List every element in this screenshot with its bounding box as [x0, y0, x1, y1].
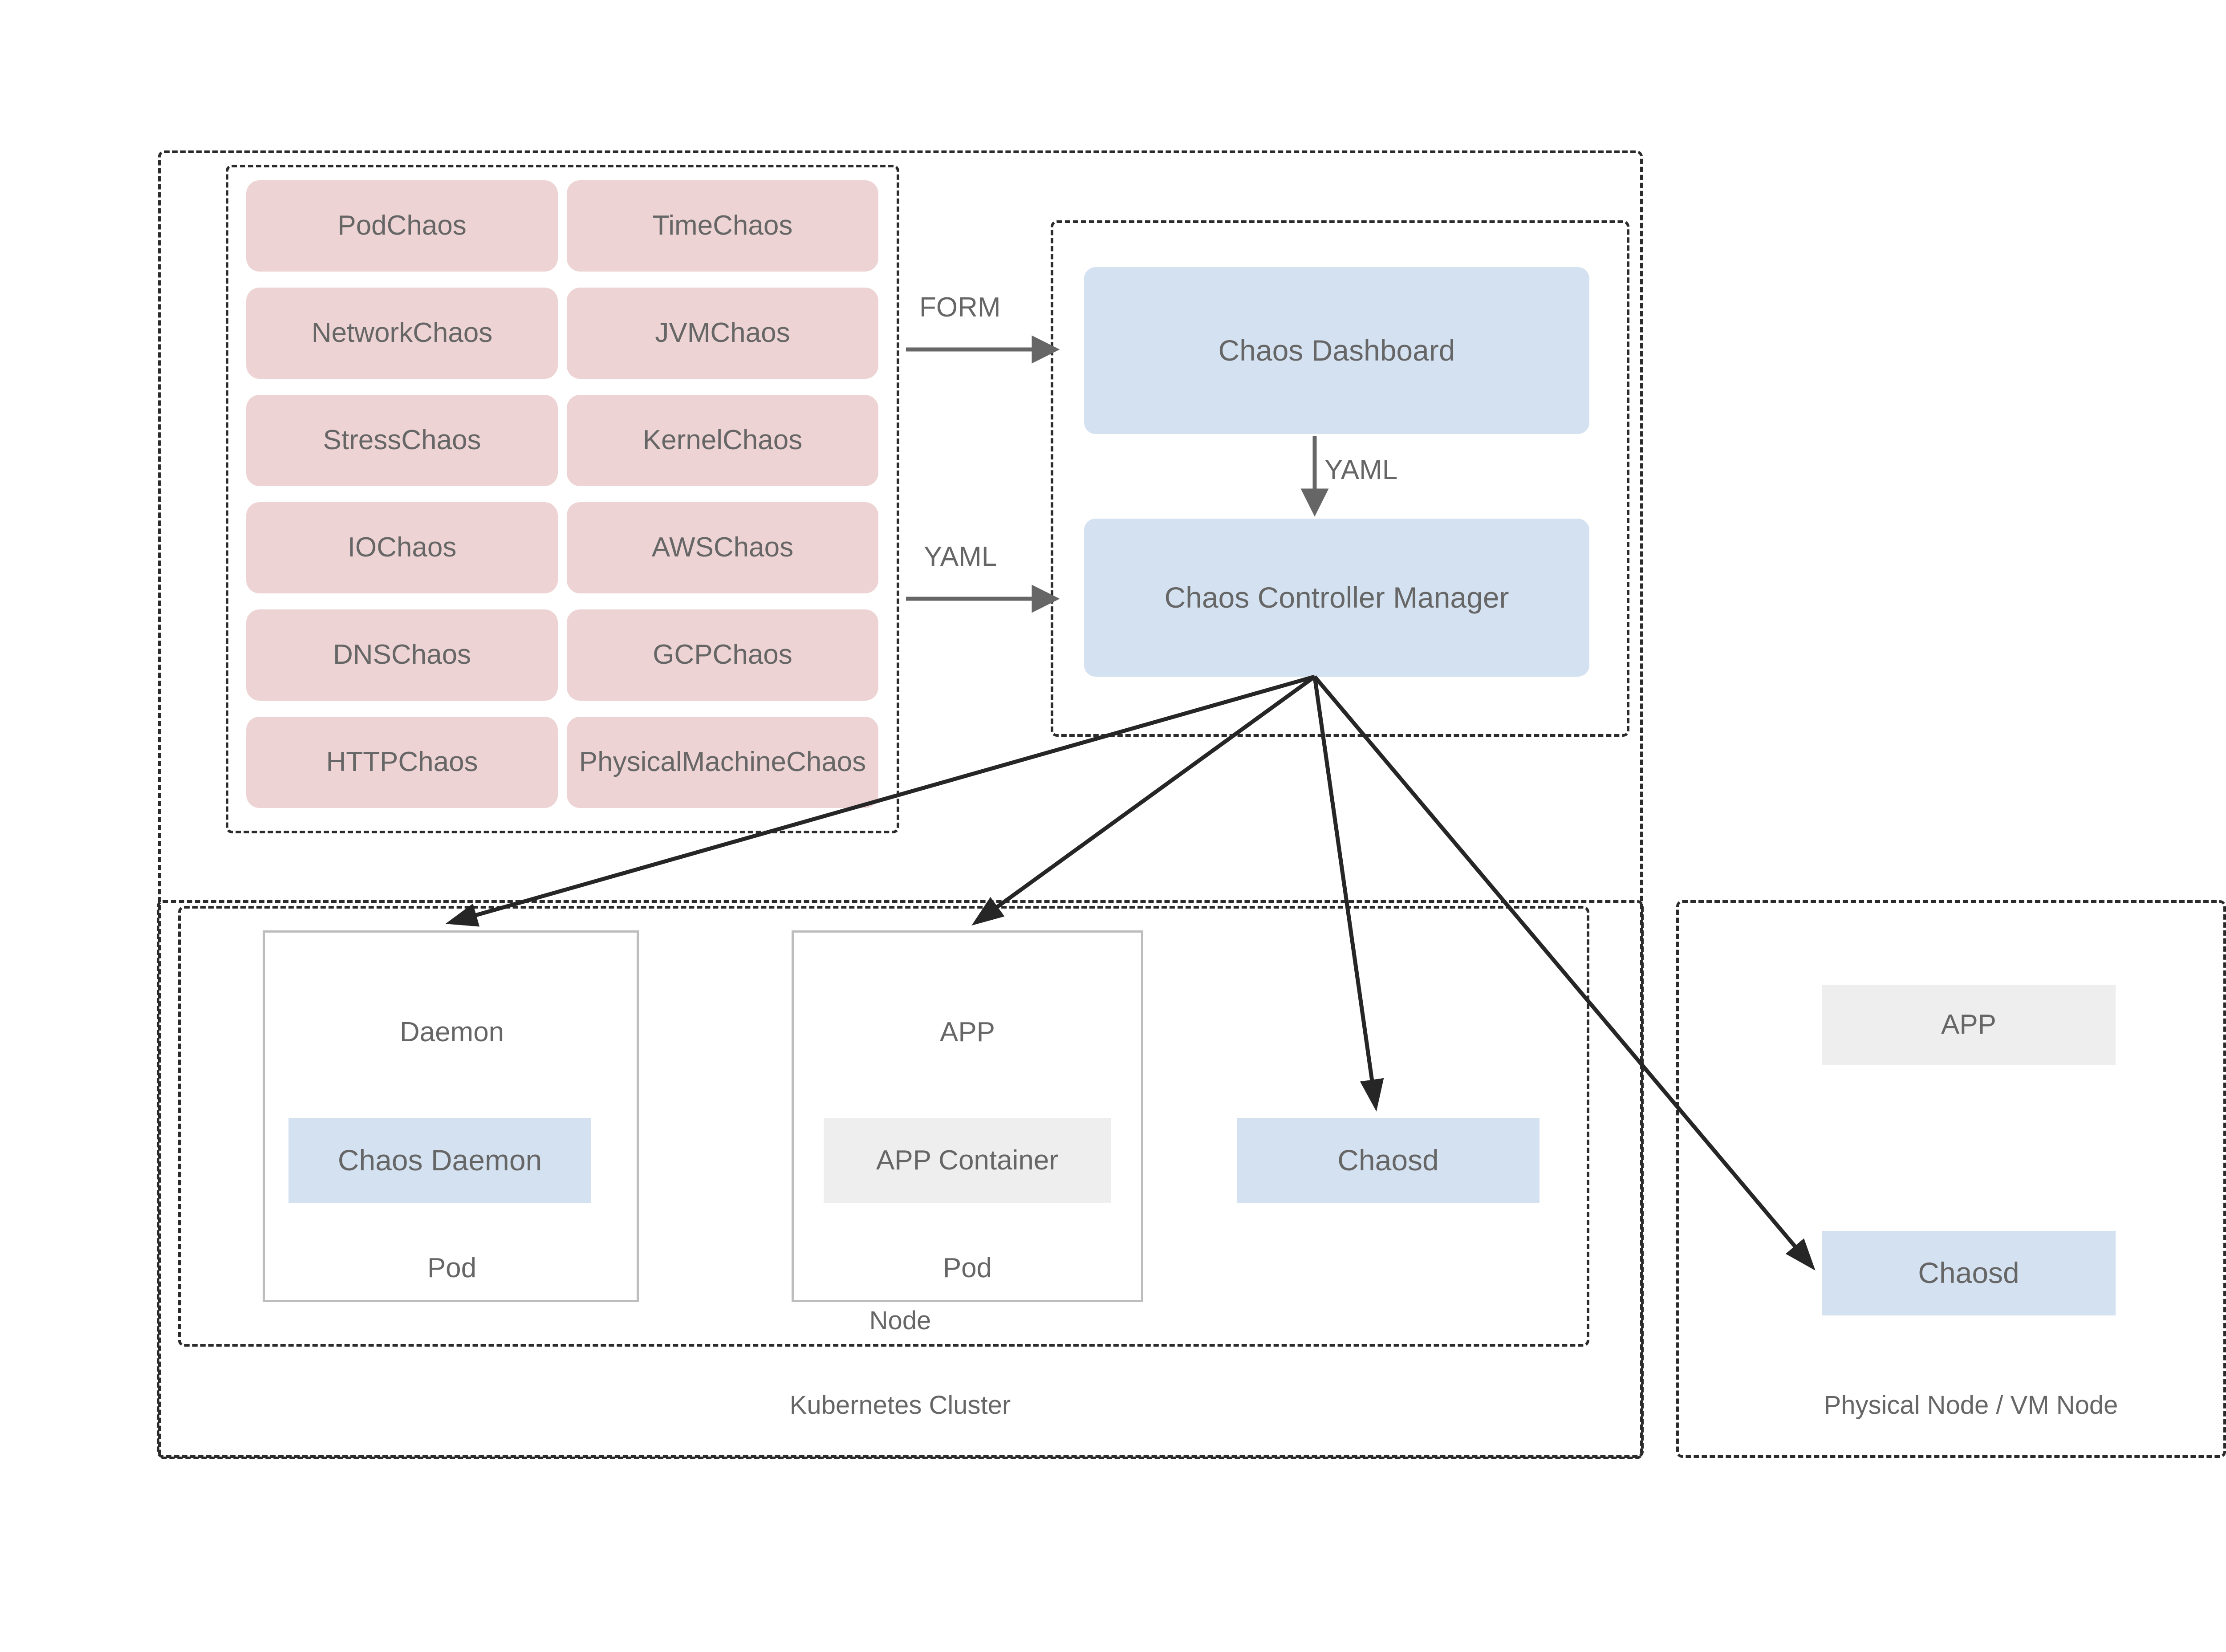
chaos-type-stresschaos[interactable]: StressChaos	[246, 395, 558, 486]
chaos-daemon-box[interactable]: Chaos Daemon	[288, 1118, 591, 1203]
chaos-type-label: NetworkChaos	[311, 317, 493, 349]
chaos-type-kernelchaos[interactable]: KernelChaos	[567, 395, 878, 486]
chaos-controller-manager-box[interactable]: Chaos Controller Manager	[1084, 519, 1589, 677]
chaos-type-httpchaos[interactable]: HTTPChaos	[246, 717, 558, 808]
chaos-type-label: HTTPChaos	[326, 747, 478, 778]
chaos-type-label: IOChaos	[347, 532, 457, 563]
chaos-type-dnschaos[interactable]: DNSChaos	[246, 609, 558, 701]
chaos-type-label: PodChaos	[337, 210, 467, 241]
chaos-type-label: TimeChaos	[652, 210, 793, 241]
yaml-edge-label: YAML	[924, 541, 997, 572]
chaos-type-label: StressChaos	[323, 425, 481, 456]
kubernetes-cluster-label: Kubernetes Cluster	[789, 1391, 1011, 1420]
chaos-type-label: AWSChaos	[651, 532, 794, 563]
chaos-type-label: DNSChaos	[333, 639, 471, 670]
chaos-dashboard-box[interactable]: Chaos Dashboard	[1084, 267, 1589, 434]
physical-node-label: Physical Node / VM Node	[1824, 1391, 2118, 1420]
chaos-type-label: PhysicalMachineChaos	[579, 747, 866, 778]
node-chaosd-label: Chaosd	[1337, 1144, 1439, 1177]
physical-node-container	[1676, 900, 2226, 1458]
daemon-pod-bottom-label: Pod	[427, 1253, 477, 1283]
app-pod-box	[792, 930, 1143, 1302]
daemon-pod-top-label: Daemon	[399, 1017, 504, 1047]
chaos-dashboard-label: Chaos Dashboard	[1218, 333, 1455, 367]
chaos-type-jvmchaos[interactable]: JVMChaos	[567, 288, 878, 379]
app-pod-bottom-label: Pod	[942, 1253, 992, 1283]
chaos-type-label: GCPChaos	[653, 639, 792, 670]
node-label: Node	[869, 1306, 931, 1335]
daemon-pod-box	[263, 930, 639, 1302]
chaos-type-podchaos[interactable]: PodChaos	[246, 180, 558, 272]
physical-node-chaosd-label: Chaosd	[1918, 1256, 2019, 1290]
form-edge-label: FORM	[919, 292, 1001, 323]
node-chaosd-box[interactable]: Chaosd	[1237, 1118, 1540, 1203]
app-container-box[interactable]: APP Container	[824, 1118, 1111, 1203]
physical-node-chaosd-box[interactable]: Chaosd	[1822, 1231, 2116, 1315]
physical-node-app-label: APP	[1941, 1009, 1997, 1040]
chaos-controller-manager-label: Chaos Controller Manager	[1164, 580, 1509, 614]
app-container-label: APP Container	[876, 1145, 1058, 1176]
chaos-type-label: KernelChaos	[642, 425, 803, 456]
chaos-type-iochaos[interactable]: IOChaos	[246, 502, 558, 593]
physical-node-app-box[interactable]: APP	[1822, 985, 2116, 1065]
app-pod-top-label: APP	[939, 1017, 995, 1047]
chaos-type-label: JVMChaos	[655, 317, 790, 349]
chaos-type-gcpchaos[interactable]: GCPChaos	[567, 609, 878, 701]
dashboard-to-controller-edge-label: YAML	[1324, 455, 1398, 485]
chaos-daemon-label: Chaos Daemon	[337, 1144, 542, 1177]
chaos-type-awschaos[interactable]: AWSChaos	[567, 502, 878, 593]
chaos-type-timechaos[interactable]: TimeChaos	[567, 180, 878, 272]
chaos-type-networkchaos[interactable]: NetworkChaos	[246, 288, 558, 379]
chaos-type-physicalmachinechaos[interactable]: PhysicalMachineChaos	[567, 717, 878, 808]
